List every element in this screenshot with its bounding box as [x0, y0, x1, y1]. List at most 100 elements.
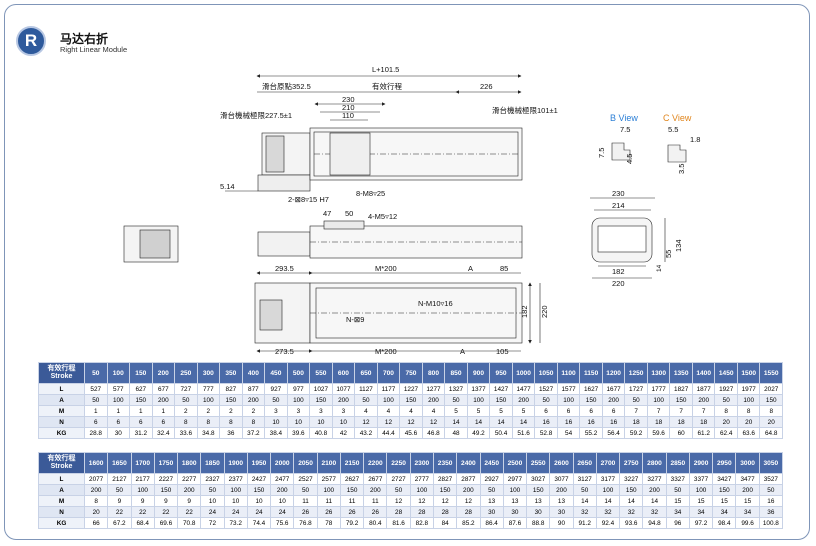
c-view-title: C View	[663, 113, 692, 123]
table-cell: 30	[106, 427, 131, 439]
table-cell: 100	[595, 484, 621, 496]
dim-182-bottom: 182	[520, 305, 529, 318]
dim-a-top: A	[468, 264, 473, 273]
table-cell: 6	[601, 405, 626, 417]
stroke-col-header: 600	[331, 362, 356, 384]
table-cell: 3427	[712, 473, 737, 485]
dim-m200-bottom: M*200	[375, 347, 397, 356]
table-cell: 34	[735, 506, 760, 518]
table-cell: 8	[219, 416, 243, 428]
stroke-col-header: 1250	[624, 362, 648, 384]
stroke-col-header: 1050	[534, 362, 558, 384]
table-cell: 4	[421, 405, 446, 417]
table-cell: 70.8	[177, 517, 202, 529]
table-cell: 79.2	[339, 517, 365, 529]
table-cell: 26	[363, 506, 388, 518]
table-cell: 20	[83, 506, 109, 518]
table-cell: 93.6	[619, 517, 644, 529]
table-cell: 13	[479, 495, 504, 507]
dim-sec-214: 214	[612, 201, 625, 210]
table-cell: 43.2	[354, 427, 378, 439]
table-cell: 1727	[624, 383, 648, 395]
table-cell: 100.8	[758, 517, 784, 529]
table-cell: 32	[642, 506, 667, 518]
table-cell: 14	[595, 495, 621, 507]
table-cell: 10	[286, 416, 311, 428]
table-cell: 36	[758, 506, 784, 518]
table-cell: 2127	[107, 473, 132, 485]
dim-sec-230: 230	[612, 189, 625, 198]
side-view-labels: 47 50 4-M5▿12	[323, 209, 397, 221]
table-cell: 34	[665, 506, 690, 518]
table-cell: 91.2	[572, 517, 597, 529]
table-cell: 8	[714, 405, 738, 417]
table-cell: 74.4	[246, 517, 272, 529]
table-cell: 150	[712, 484, 737, 496]
stroke-col-header: 550	[309, 362, 333, 384]
table-cell: 50	[293, 484, 318, 496]
table-cell: 3227	[619, 473, 644, 485]
stroke-col-header: 950	[489, 362, 513, 384]
table-cell: 100	[196, 394, 221, 406]
table-cell: 3177	[595, 473, 621, 485]
table-cell: 50	[624, 394, 648, 406]
table-cell: 82.8	[409, 517, 434, 529]
table-cell: 63.6	[736, 427, 761, 439]
table-cell: 200	[421, 394, 446, 406]
dim-pin: 2-⊠8▿15 H7	[288, 195, 329, 204]
stroke-col-header: 800	[421, 362, 446, 384]
table-cell: 42	[331, 427, 356, 439]
table-cell: 3	[264, 405, 288, 417]
table-cell: 200	[241, 394, 266, 406]
table-cell: 3	[286, 405, 311, 417]
table-cell: 28	[409, 506, 434, 518]
table-cell: 24	[246, 506, 272, 518]
stroke-col-header: 900	[466, 362, 491, 384]
table-cell: 1677	[601, 383, 626, 395]
dim-220-bottom: 220	[540, 305, 549, 318]
table-cell: 50	[84, 394, 108, 406]
table-cell: 16	[601, 416, 626, 428]
technical-drawing: L+101.5 滑台原點352.5 有效行程 226 230 210 110 滑…	[123, 65, 700, 356]
stroke-col-header: 1850	[200, 452, 225, 474]
table-cell: 150	[669, 394, 693, 406]
table-cell: 45.6	[399, 427, 423, 439]
table-cell: 100	[502, 484, 528, 496]
table-cell: 2177	[130, 473, 155, 485]
table-cell: 11	[339, 495, 365, 507]
table-cell: 66	[83, 517, 109, 529]
table-cell: 13	[526, 495, 551, 507]
row-label: M	[38, 405, 85, 417]
dim-limit-left: 滑台機械極限227.5±1	[220, 110, 292, 120]
table-cell: 100	[466, 394, 491, 406]
table-cell: 8	[736, 405, 761, 417]
table-cell: 100	[688, 484, 714, 496]
table-cell: 10	[223, 495, 248, 507]
table-cell: 977	[286, 383, 311, 395]
dim-2935: 293.5	[275, 264, 294, 273]
table-cell: 61.2	[691, 427, 716, 439]
table-cell: 38.4	[264, 427, 288, 439]
stroke-col-header: 2950	[712, 452, 737, 474]
table-cell: 1327	[444, 383, 468, 395]
table-cell: 1	[151, 405, 176, 417]
table-cell: 3527	[758, 473, 784, 485]
table-cell: 2877	[456, 473, 481, 485]
table-cell: 50	[572, 484, 597, 496]
dim-holes-side: 4-M5▿12	[368, 212, 397, 221]
stroke-col-header: 2400	[456, 452, 481, 474]
table-cell: 150	[399, 394, 423, 406]
dim-m200-top: M*200	[375, 264, 397, 273]
table-cell: 24	[200, 506, 225, 518]
table-cell: 52.8	[534, 427, 558, 439]
dim-c-18: 1.8	[690, 135, 700, 144]
table-cell: 46.8	[421, 427, 446, 439]
table-cell: 14	[489, 416, 513, 428]
stroke-col-header: 1450	[714, 362, 738, 384]
stroke-col-header: 100	[106, 362, 131, 384]
dim-85: 85	[500, 264, 508, 273]
table-cell: 200	[601, 394, 626, 406]
